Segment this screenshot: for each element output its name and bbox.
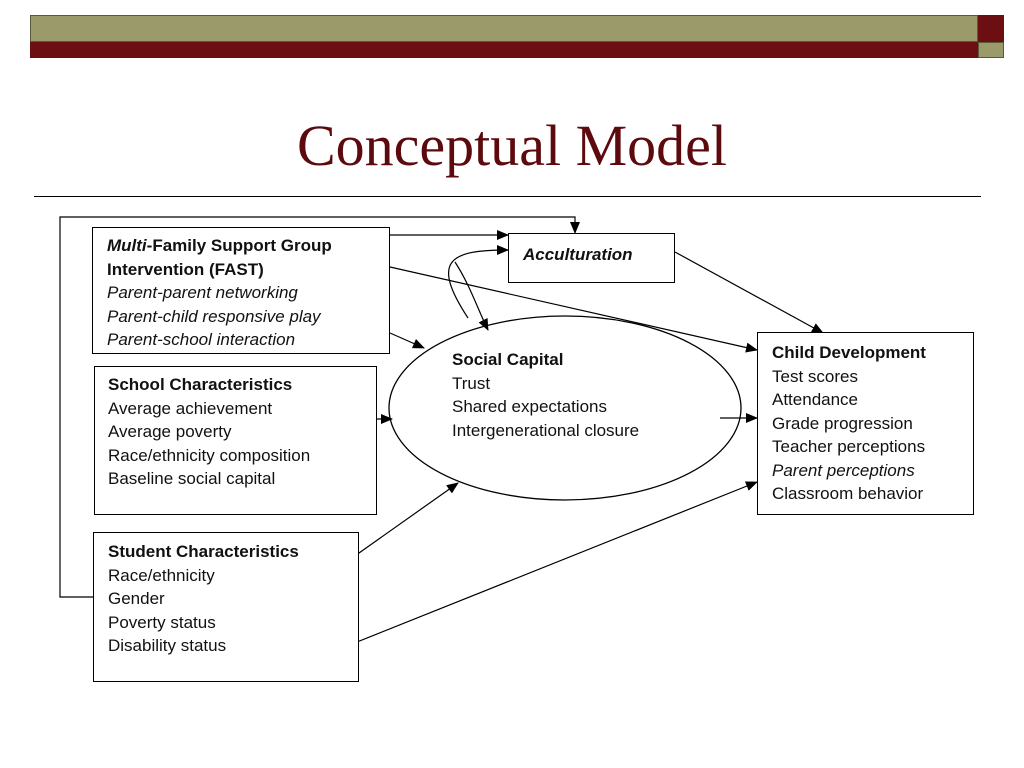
student-title: Student Characteristics	[108, 542, 299, 561]
social-capital-title: Social Capital	[452, 350, 564, 369]
school-title: School Characteristics	[108, 375, 293, 394]
arrow-acculturation-to-child	[674, 251, 824, 334]
arrow-student-to-acculturation	[59, 216, 580, 598]
title-rule	[34, 196, 981, 197]
acculturation-box: Acculturation	[508, 233, 675, 283]
fast-intervention-box: Multi-Family Support Group Intervention …	[92, 227, 390, 354]
child-item: Classroom behavior	[772, 484, 924, 503]
arrow-acculturation-to-social	[454, 261, 489, 331]
student-item: Gender	[108, 589, 165, 608]
student-item: Poverty status	[108, 612, 216, 632]
fast-title-italic: Multi	[107, 236, 147, 255]
school-item: Baseline social capital	[108, 469, 276, 488]
fast-item: Parent-school interaction	[107, 330, 296, 349]
school-characteristics-box: School Characteristics Average achieveme…	[94, 366, 377, 515]
child-item-italic: Parent perceptions	[772, 460, 915, 480]
header-band-maroon	[30, 42, 978, 58]
student-characteristics-box: Student Characteristics Race/ethnicity G…	[93, 532, 359, 682]
fast-title-rest: -Family Support Group	[146, 236, 332, 255]
fast-title: Multi-Family Support Group	[107, 234, 389, 258]
arrow-social-to-acculturation	[448, 245, 509, 319]
header-corner-square-bottom	[978, 42, 1004, 58]
child-item: Teacher perceptions	[772, 437, 926, 456]
student-item: Disability status	[108, 636, 227, 655]
social-capital-text: Social Capital Trust Shared expectations…	[452, 348, 639, 442]
school-item: Average poverty	[108, 422, 232, 441]
arrow-student-to-social	[341, 482, 459, 566]
arrow-fast-to-child	[389, 266, 758, 353]
social-capital-ellipse	[388, 315, 742, 501]
fast-item: Parent-child responsive play	[107, 306, 321, 326]
header-band-olive	[30, 15, 978, 42]
child-item: Test scores	[772, 366, 858, 386]
child-development-box: Child Development Test scores Attendance…	[757, 332, 974, 515]
arrow-fast-to-social	[389, 332, 425, 349]
child-item: Attendance	[772, 390, 859, 409]
social-capital-item: Intergenerational closure	[452, 420, 640, 440]
arrow-student-to-child	[341, 481, 758, 649]
social-capital-item: Shared expectations	[452, 397, 607, 416]
student-item: Race/ethnicity	[108, 565, 215, 585]
school-item: Race/ethnicity composition	[108, 445, 311, 465]
slide-title: Conceptual Model	[296, 113, 728, 178]
fast-title-line2: Intervention (FAST)	[107, 259, 264, 279]
header-corner-square-top	[978, 15, 1004, 42]
fast-item: Parent-parent networking	[107, 283, 298, 302]
acculturation-label: Acculturation	[523, 245, 633, 264]
school-item: Average achievement	[108, 398, 273, 418]
child-item: Grade progression	[772, 413, 913, 433]
social-capital-item: Trust	[452, 373, 491, 393]
child-title: Child Development	[772, 343, 926, 362]
